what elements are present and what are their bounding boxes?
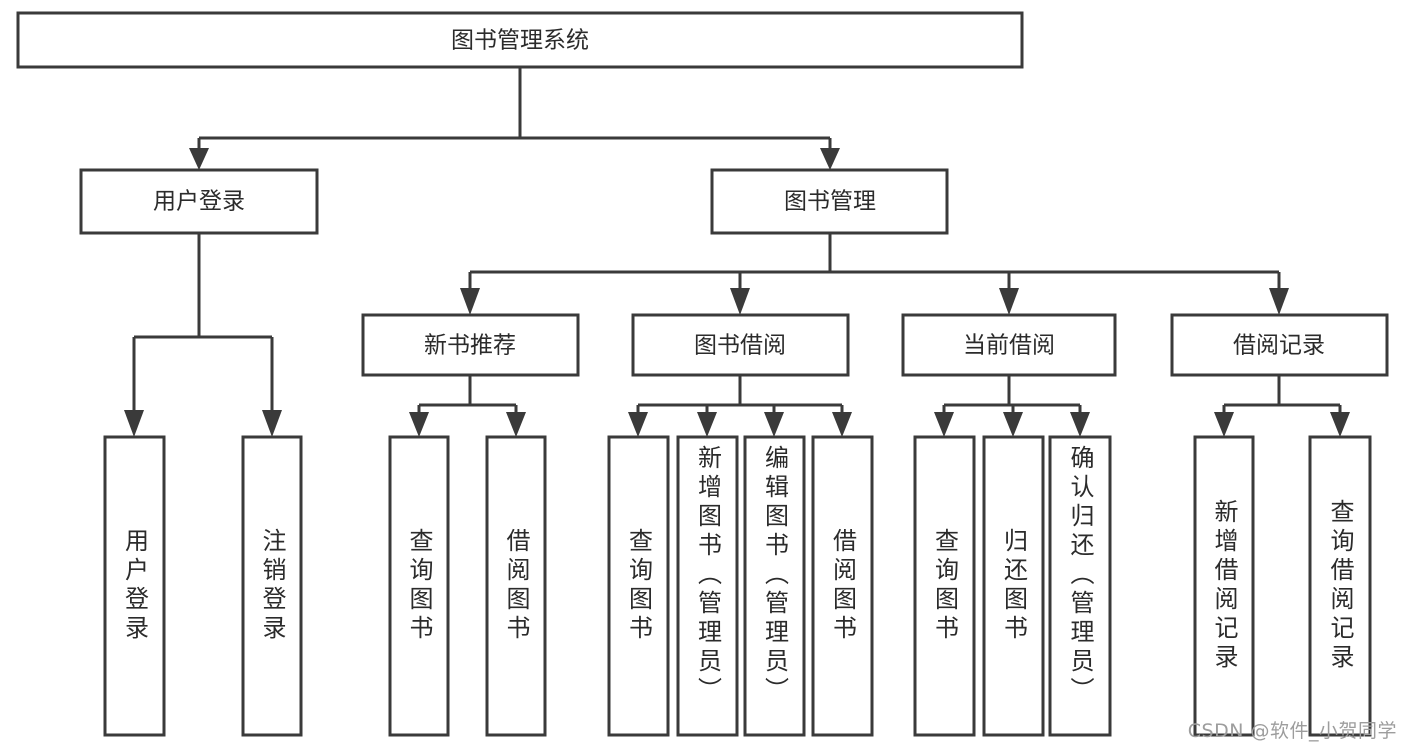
arrow-head-cb-leaf-2: [1003, 412, 1023, 437]
arrow-head-br-leaf-2: [1330, 412, 1350, 437]
connectors-root-to-level2: [189, 67, 840, 170]
node-current-borrowing-box[interactable]: [901, 313, 1117, 377]
arrow-head-user-login: [189, 148, 209, 170]
node-book-management[interactable]: 图书管理: [710, 168, 949, 235]
leaf-box-add-borrow-record[interactable]: [1193, 435, 1255, 737]
node-new-book-recommendation-box[interactable]: [361, 313, 580, 377]
node-book-management-label: 图书管理: [784, 189, 876, 215]
node-book-management-box[interactable]: [710, 168, 949, 235]
connectors-new-book-rec-to-leaves: [409, 375, 526, 437]
leaf-boxes[interactable]: [103, 435, 1372, 737]
leaf-box-query-book-nbr[interactable]: [388, 435, 450, 737]
leaf-box-query-book-bb[interactable]: [607, 435, 670, 737]
arrow-head-borrow-record: [1269, 288, 1289, 315]
leaf-box-query-borrow-record[interactable]: [1308, 435, 1372, 737]
leaf-box-query-book-cb[interactable]: [913, 435, 976, 737]
connectors-book-borrow-to-leaves: [628, 375, 852, 437]
node-current-borrowing-label: 当前借阅: [963, 333, 1055, 359]
node-new-book-recommendation-label: 新书推荐: [424, 333, 516, 359]
arrow-head-new-book-rec: [460, 288, 480, 315]
arrow-head-bb-leaf-4: [832, 412, 852, 437]
node-root-box[interactable]: [16, 11, 1024, 69]
node-book-borrowing-label: 图书借阅: [694, 333, 786, 359]
node-user-login[interactable]: 用户登录: [79, 168, 319, 235]
node-user-login-label: 用户登录: [153, 189, 245, 215]
leaf-box-user-login[interactable]: [103, 435, 166, 737]
leaf-box-borrow-book-bb[interactable]: [811, 435, 874, 737]
arrow-head-current-borrow: [999, 288, 1019, 315]
arrow-head-leaf-user-login: [124, 410, 144, 437]
leaf-box-return-book[interactable]: [982, 435, 1045, 737]
node-borrowing-record[interactable]: 借阅记录: [1170, 313, 1389, 377]
leaf-box-confirm-return-admin[interactable]: [1048, 435, 1112, 737]
node-root-label: 图书管理系统: [451, 28, 589, 54]
arrow-head-bb-leaf-3: [764, 412, 784, 437]
node-root[interactable]: 图书管理系统: [16, 11, 1024, 69]
arrow-head-leaf-logout: [262, 410, 282, 437]
leaf-box-edit-book-admin[interactable]: [743, 435, 806, 737]
arrow-head-bb-leaf-1: [628, 412, 648, 437]
arrow-head-cb-leaf-3: [1070, 412, 1090, 437]
arrow-head-nbr-leaf-2: [506, 412, 526, 437]
connectors-borrow-record-to-leaves: [1214, 375, 1350, 437]
leaf-box-borrow-book-nbr[interactable]: [485, 435, 547, 737]
arrow-head-br-leaf-1: [1214, 412, 1234, 437]
node-user-login-box[interactable]: [79, 168, 319, 235]
arrow-head-nbr-leaf-1: [409, 412, 429, 437]
connectors-book-mgmt-to-level3: [460, 233, 1289, 315]
node-new-book-recommendation[interactable]: 新书推荐: [361, 313, 580, 377]
node-book-borrowing-box[interactable]: [631, 313, 850, 377]
arrow-head-bb-leaf-2: [697, 412, 717, 437]
node-borrowing-record-label: 借阅记录: [1233, 333, 1325, 359]
leaf-box-logout[interactable]: [241, 435, 303, 737]
node-borrowing-record-box[interactable]: [1170, 313, 1389, 377]
node-current-borrowing[interactable]: 当前借阅: [901, 313, 1117, 377]
arrow-head-book-borrow: [730, 288, 750, 315]
leaf-box-add-book-admin[interactable]: [676, 435, 739, 737]
arrow-head-cb-leaf-1: [934, 412, 954, 437]
connectors-user-login-to-leaves: [124, 233, 282, 437]
connectors-current-borrow-to-leaves: [934, 375, 1090, 437]
node-book-borrowing[interactable]: 图书借阅: [631, 313, 850, 377]
arrow-head-book-mgmt: [820, 148, 840, 170]
